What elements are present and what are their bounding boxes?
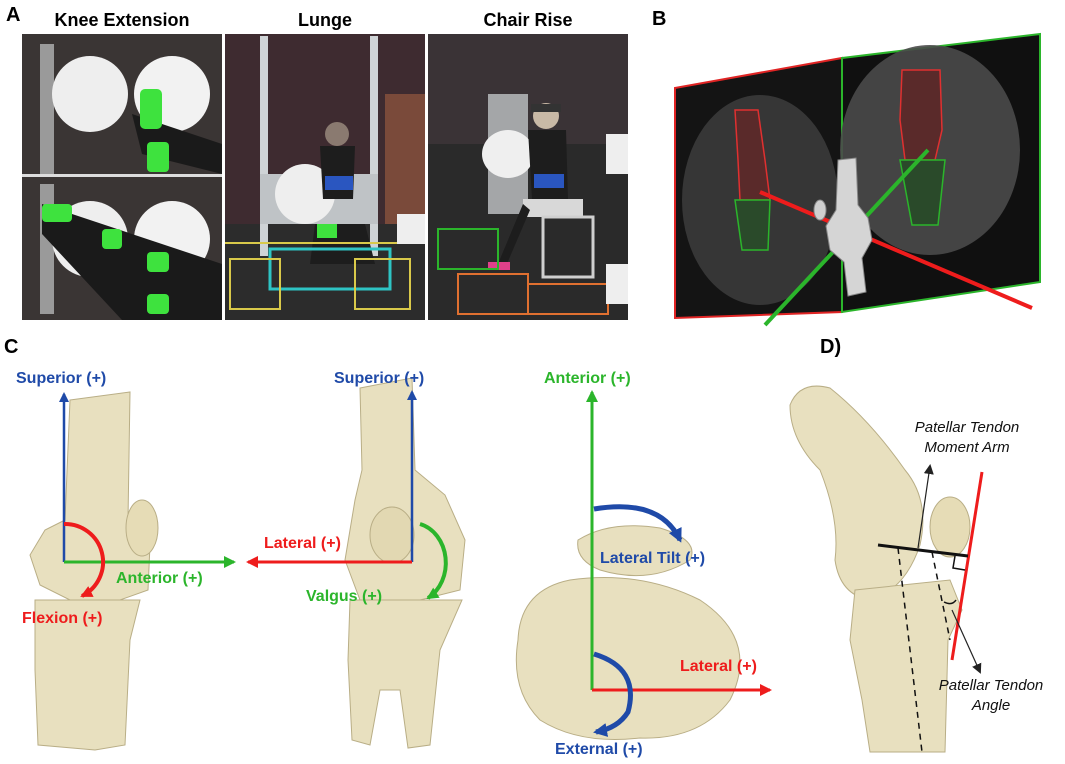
tendon-angle-label-line1: Patellar Tendon [938,677,1044,694]
right-lateral-tilt-label: Lateral Tilt (+) [600,550,706,567]
moment-arm-label: Patellar Tendon Moment Arm [892,418,1042,458]
left-xray-plane [674,56,843,320]
middle-valgus-arc [419,522,448,600]
chair-rise-photo [428,34,628,320]
right-lateral-tilt-arc [593,504,683,543]
moment-arm-pointer [917,464,934,549]
middle-valgus-label: Valgus (+) [306,588,383,605]
right-anterior-label: Anterior (+) [544,370,631,387]
right-lateral-label: Lateral (+) [680,658,757,675]
lunge-drawing [225,34,425,320]
left-flexion-arc [63,521,106,598]
panel-c-letter: C [4,336,19,358]
panel-b-letter: B [652,8,667,30]
moment-arm-line [877,543,969,558]
chair-rise-drawing [428,34,628,320]
left-anterior-label: Anterior (+) [116,570,203,587]
left-flexion-label: Flexion (+) [22,610,103,627]
knee-extension-drawing [22,34,222,320]
moment-arm-label-line1: Patellar Tendon [914,419,1020,436]
right-external-label: External (+) [555,741,643,758]
chair-rise-title: Chair Rise [483,10,573,30]
tendon-angle-pointer [951,609,982,674]
right-angle-marker [952,555,966,571]
tendon-angle-label: Patellar Tendon Angle [918,676,1064,716]
tendon-angle-label-line2: Angle [971,697,1011,714]
lunge-photo [225,34,425,320]
patellar-tendon-line [950,471,984,661]
panel-d-letter: D) [820,336,842,358]
knee-extension-title: Knee Extension [54,10,190,30]
tibial-axis-dashed [897,547,923,753]
left-superior-label: Superior (+) [16,370,107,387]
middle-lateral-label: Lateral (+) [264,535,341,552]
middle-knee-model [344,377,466,749]
middle-superior-label: Superior (+) [334,370,425,387]
moment-arm-label-line2: Moment Arm [924,439,1010,456]
right-external-arc [593,651,633,737]
tendon-axis-dashed [931,551,951,641]
panel-a-letter: A [6,4,21,26]
right-xray-plane [841,32,1041,314]
lunge-title: Lunge [298,10,352,30]
knee-extension-photo [22,34,222,320]
